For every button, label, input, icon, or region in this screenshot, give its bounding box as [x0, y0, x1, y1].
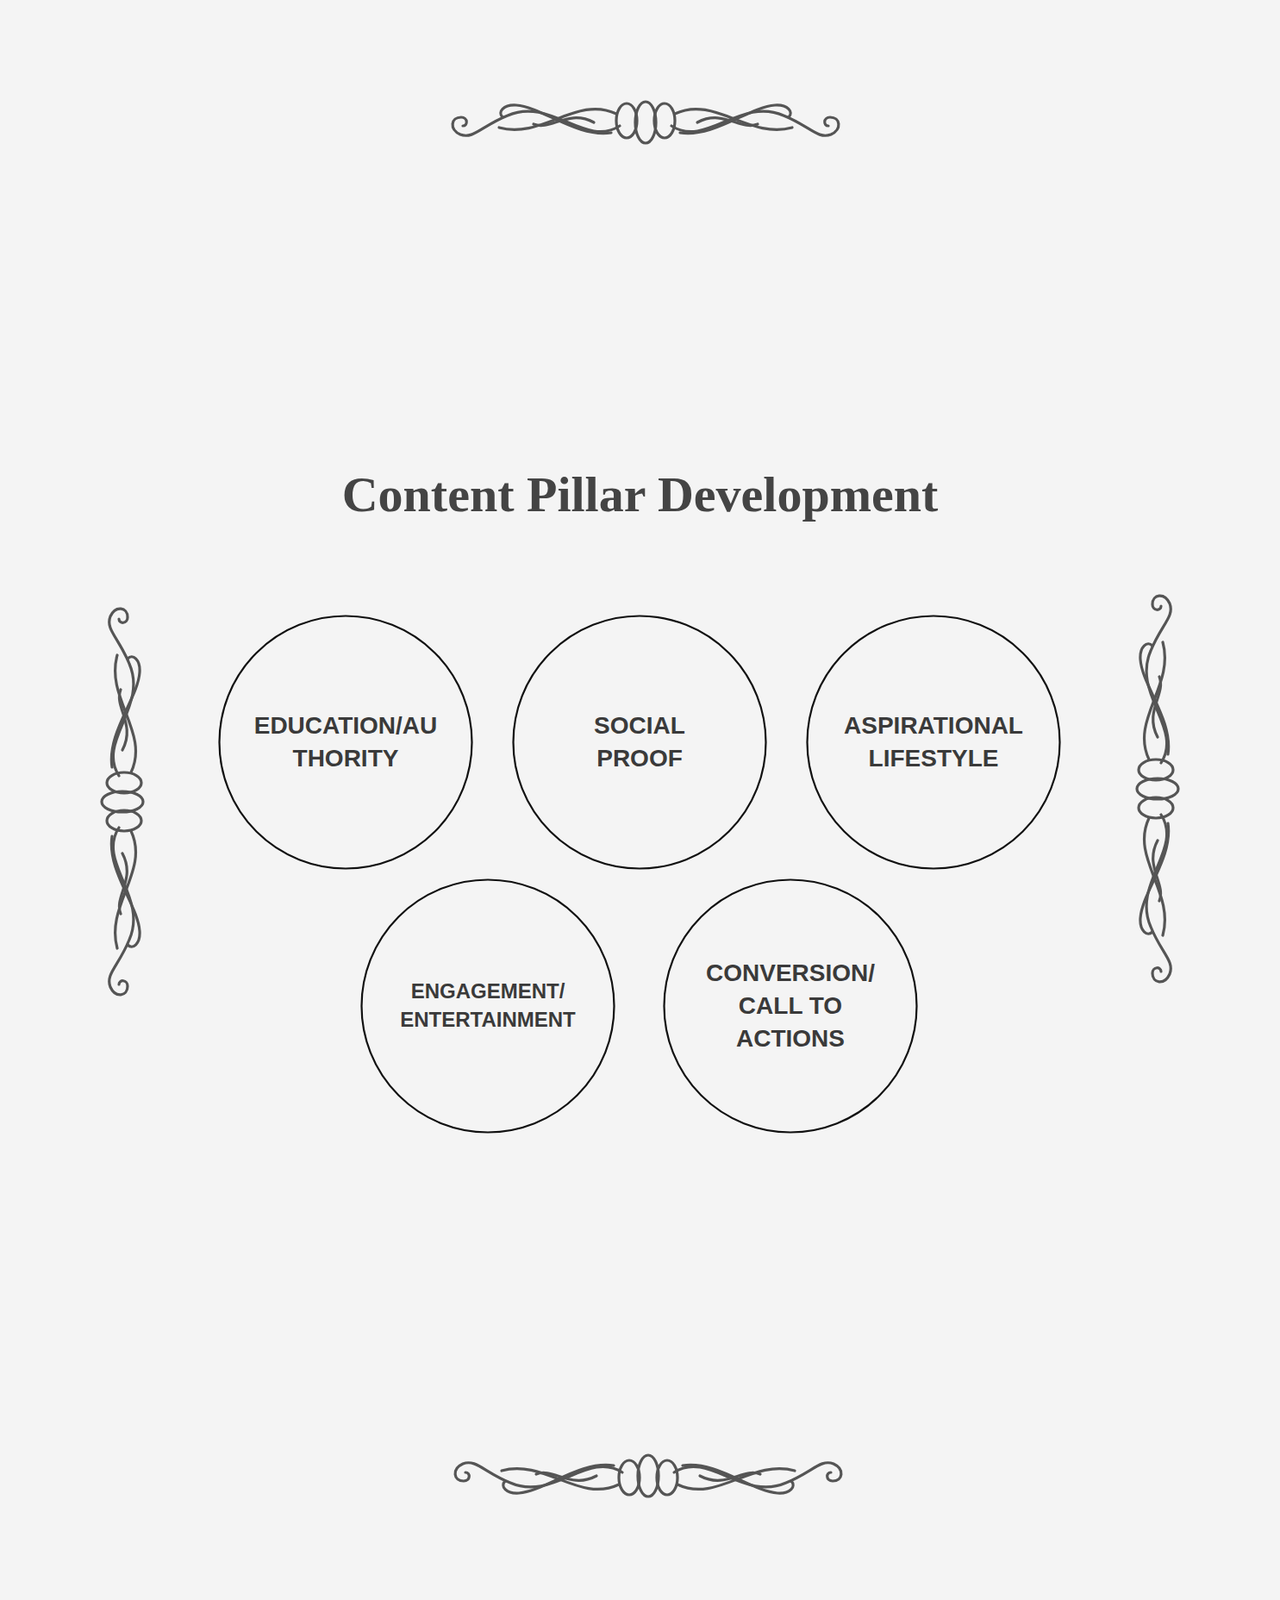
circle-outline: [219, 616, 473, 869]
diagram-title: Content Pillar Development: [0, 465, 1280, 524]
pillar-label: ASPIRATIONAL LIFESTYLE: [830, 709, 1037, 775]
ornament-top: [452, 101, 839, 144]
pillar-circle: ASPIRATIONAL LIFESTYLE: [805, 614, 1062, 870]
pillar-circle: CONVERSION/ CALL TO ACTIONS: [662, 878, 918, 1134]
pillar-label: EDUCATION/AU THORITY: [237, 709, 454, 775]
circle-outline: [513, 616, 767, 869]
pillar-circle: EDUCATION/AU THORITY: [218, 614, 474, 870]
pillar-label: ENGAGEMENT/ ENTERTAINMENT: [384, 977, 592, 1034]
circle-outline: [512, 614, 768, 870]
circle-outline: [362, 880, 615, 1133]
pillar-label: SOCIAL PROOF: [570, 709, 709, 775]
circle-outline: [807, 616, 1061, 869]
circle-outline: [664, 880, 918, 1133]
pillar-label: CONVERSION/ CALL TO ACTIONS: [691, 956, 890, 1056]
ornament-right: [1136, 595, 1179, 982]
ornament-left: [101, 608, 144, 995]
ornament-bottom: [455, 1454, 842, 1497]
pillar-circle: SOCIAL PROOF: [512, 614, 768, 870]
circle-outline: [805, 614, 1062, 870]
circle-outline: [218, 614, 474, 870]
circle-outline: [360, 878, 616, 1134]
pillar-circle: ENGAGEMENT/ ENTERTAINMENT: [360, 878, 616, 1134]
